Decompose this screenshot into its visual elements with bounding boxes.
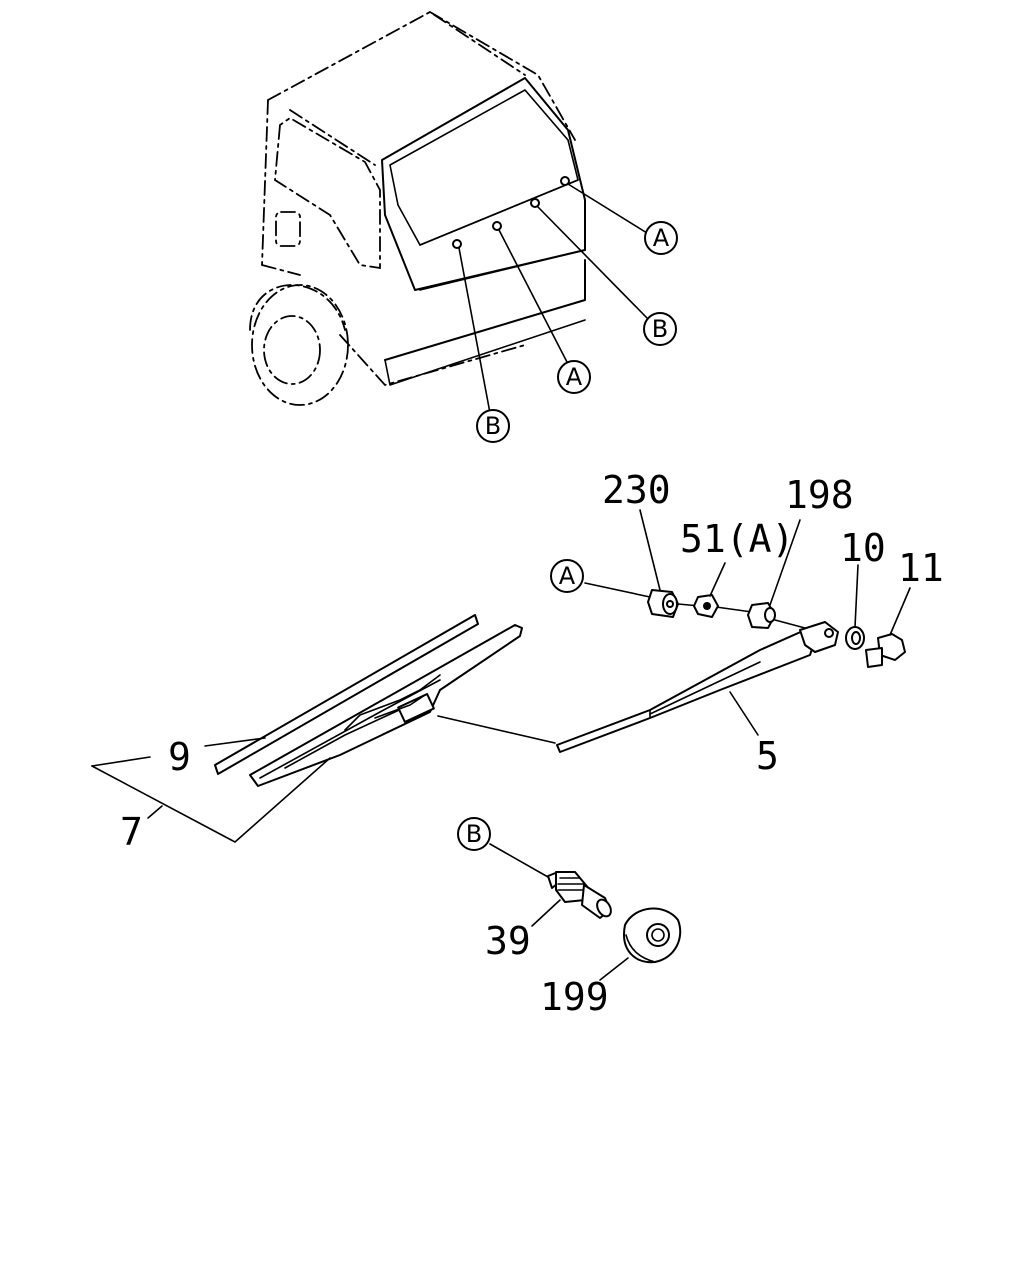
callout-b-right: B — [643, 312, 677, 346]
callout-b-right-label: B — [652, 315, 668, 343]
part-39-nozzle — [547, 871, 612, 919]
callout-b-nozzle-label: B — [466, 820, 482, 848]
label-199: 199 — [540, 975, 609, 1019]
wiper-arm — [556, 621, 839, 753]
callout-a-arm-label: A — [559, 562, 576, 590]
callout-a-center-label: A — [566, 363, 583, 391]
rear-door-outline — [381, 77, 586, 386]
label-230: 230 — [602, 468, 671, 512]
label-7: 7 — [120, 810, 143, 854]
label-5: 5 — [756, 734, 779, 778]
label-51a: 51(A) — [680, 517, 794, 561]
part-10-washer — [845, 626, 865, 650]
callout-a-right: A — [644, 221, 678, 255]
vehicle-leader-lines — [458, 183, 648, 414]
callout-b-left: B — [476, 409, 510, 443]
wiper-blade-frame — [249, 624, 523, 787]
callout-b-left-label: B — [485, 412, 501, 440]
blade-leaders — [91, 737, 331, 843]
label-9: 9 — [168, 735, 191, 779]
part-199-nut — [623, 907, 682, 964]
callout-b-nozzle: B — [457, 817, 491, 851]
label-39: 39 — [485, 919, 531, 963]
mounting-holes — [452, 176, 570, 249]
blade-arm-connection-line — [437, 715, 556, 744]
label-198: 198 — [785, 473, 854, 517]
label-10: 10 — [840, 526, 886, 570]
part-51a-nut — [693, 594, 719, 618]
vehicle-rear-outline — [249, 10, 576, 406]
callout-a-arm: A — [550, 559, 584, 593]
callout-a-right-label: A — [653, 224, 670, 252]
shaft-axis-line — [584, 582, 806, 629]
arm-part-leaders — [639, 509, 911, 736]
part-number-labels: 230 51(A) 198 10 11 9 7 5 39 199 — [120, 468, 944, 1019]
part-230-cap — [647, 589, 679, 618]
part-11-cap — [865, 633, 906, 668]
part-198-bushing — [747, 602, 776, 629]
wiper-blade-rubber — [214, 614, 479, 775]
nozzle-leader-line — [489, 843, 549, 878]
callout-a-center: A — [557, 360, 591, 394]
part-39-leader — [531, 899, 561, 927]
part-199-leader — [599, 957, 629, 981]
label-11: 11 — [898, 546, 944, 590]
